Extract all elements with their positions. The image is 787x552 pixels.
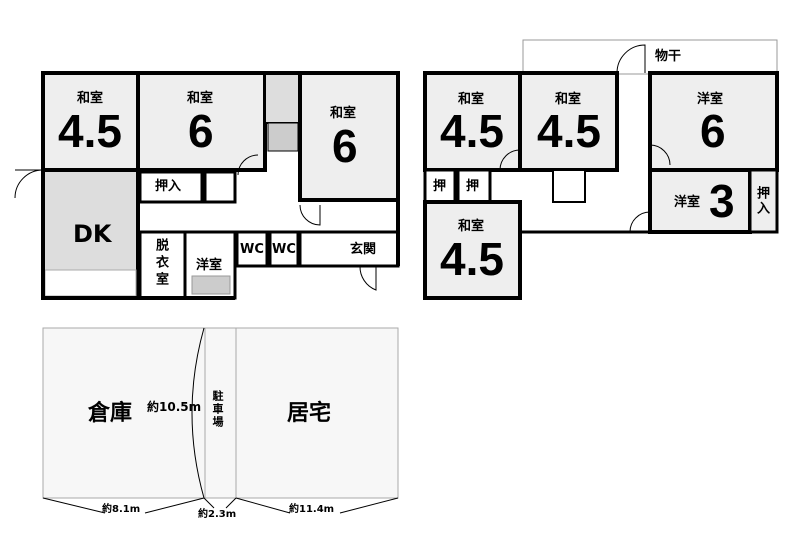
floor2-closet3 bbox=[748, 168, 779, 234]
room-size-label: 4.5 bbox=[440, 105, 504, 157]
entrance-label: 玄関 bbox=[350, 242, 377, 257]
door-arc bbox=[649, 144, 671, 166]
floor1-plan bbox=[14, 71, 400, 300]
floor1-entrance bbox=[298, 230, 400, 268]
dimension-line-depth bbox=[191, 327, 205, 499]
parking-label: 駐車場 bbox=[211, 390, 224, 429]
floor2-room-e-fill bbox=[423, 200, 522, 300]
door-arc bbox=[14, 169, 44, 199]
balcony-label: 物干 bbox=[655, 49, 682, 64]
site-warehouse bbox=[42, 327, 206, 499]
room-type-label: 和室 bbox=[555, 92, 582, 107]
door-arc bbox=[237, 154, 259, 176]
room-size-label: 4.5 bbox=[58, 105, 122, 157]
warehouse-label: 倉庫 bbox=[88, 401, 133, 426]
site-parking bbox=[204, 327, 237, 499]
floor1-counter bbox=[44, 269, 137, 297]
floor1-stair-mid bbox=[267, 122, 299, 152]
residence-width-label: 約11.4m bbox=[289, 504, 335, 515]
room-size-label: 6 bbox=[700, 105, 726, 157]
floor1-dressing bbox=[138, 230, 187, 300]
floor1-stair-top bbox=[264, 72, 301, 124]
room-size-label: 6 bbox=[332, 120, 358, 172]
site-residence bbox=[235, 327, 399, 499]
room-type-label: 和室 bbox=[77, 91, 104, 106]
dk-label: DK bbox=[73, 220, 112, 248]
warehouse-width-label: 約8.1m bbox=[102, 504, 141, 515]
floor2-stairs bbox=[552, 169, 586, 203]
door-arc bbox=[299, 204, 321, 226]
room-type-label: 和室 bbox=[187, 91, 214, 106]
wc-label: WC bbox=[272, 242, 296, 257]
residence-label: 居宅 bbox=[287, 401, 332, 426]
closet-label: 押 bbox=[466, 179, 480, 194]
room-type-label: 和室 bbox=[458, 92, 485, 107]
floor2-room-c-fill bbox=[648, 71, 779, 172]
dimension-line-residence bbox=[235, 497, 399, 514]
room-size-label: 6 bbox=[188, 105, 214, 157]
door-arc bbox=[629, 211, 651, 233]
room-type-label: 和室 bbox=[330, 106, 357, 121]
dimension-line-warehouse bbox=[42, 497, 205, 514]
floor1-stairs bbox=[203, 170, 237, 204]
floor2-closet1 bbox=[423, 168, 457, 204]
dimension-line-parking bbox=[203, 497, 237, 509]
floor1-wc2 bbox=[268, 230, 300, 268]
depth-dimension-label: 約10.5m bbox=[147, 400, 202, 414]
closet-label: 押 bbox=[433, 179, 447, 194]
door-arc bbox=[359, 265, 377, 291]
closet-label: 押入 bbox=[155, 179, 182, 194]
dressing-room-label: 脱衣室 bbox=[153, 238, 168, 289]
site-plan bbox=[42, 327, 399, 514]
room-size-label: 4.5 bbox=[440, 233, 504, 285]
room-type-label: 洋室 bbox=[697, 92, 724, 107]
floor1-outer-wall bbox=[41, 71, 400, 300]
floor2-closet2 bbox=[456, 168, 492, 204]
western-room-label: 洋室 bbox=[196, 258, 223, 273]
parking-width-label: 約2.3m bbox=[198, 509, 237, 520]
room-type-label: 洋室 bbox=[674, 195, 701, 210]
floor2-corridor-wall bbox=[520, 73, 652, 234]
room-size-label: 3 bbox=[709, 175, 735, 227]
wc-label: WC bbox=[240, 242, 264, 257]
floor2-room-d-fill bbox=[648, 168, 752, 234]
door-arc bbox=[499, 149, 521, 171]
floor1-tub bbox=[191, 275, 231, 295]
closet-label: 押入 bbox=[754, 186, 769, 216]
floor2-plan bbox=[423, 39, 779, 300]
balcony bbox=[522, 39, 778, 75]
room-size-label: 4.5 bbox=[537, 105, 601, 157]
floor1-room-n-fill bbox=[136, 71, 267, 172]
floor1-closet bbox=[138, 170, 204, 204]
floor1-wc1 bbox=[235, 230, 269, 268]
door-arc bbox=[616, 44, 646, 74]
room-type-label: 和室 bbox=[458, 219, 485, 234]
